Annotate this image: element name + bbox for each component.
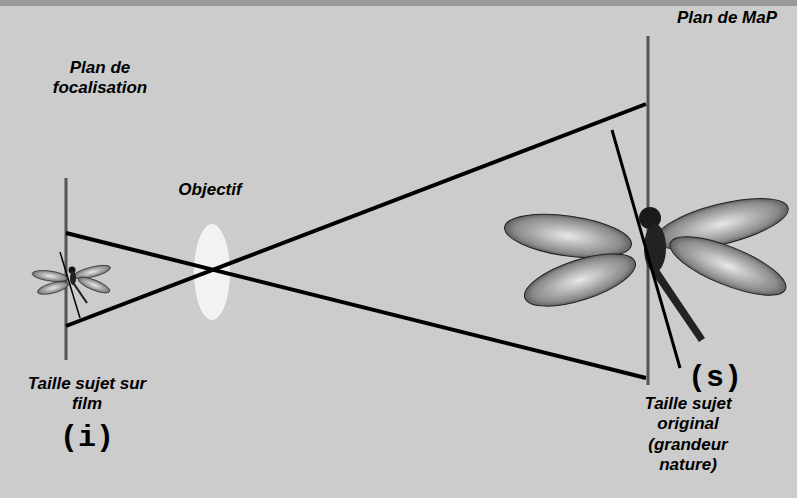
size-label: Taille sujet original (grandeur nature) (628, 394, 748, 476)
plane-label: Plan de focalisation (40, 58, 160, 99)
top-strip (0, 0, 797, 6)
size-symbol: (s) (680, 360, 750, 396)
film-size-line (60, 252, 80, 318)
lens-label: Objectif (160, 180, 260, 200)
ray (66, 104, 646, 326)
size-label: Taille sujet sur film (22, 374, 152, 415)
size-symbol: (i) (52, 420, 122, 456)
plane-label: Plan de MaP (672, 8, 782, 28)
dragonfly-small (31, 263, 111, 303)
dragonfly-large (502, 188, 793, 342)
subject-size-line (612, 130, 680, 368)
